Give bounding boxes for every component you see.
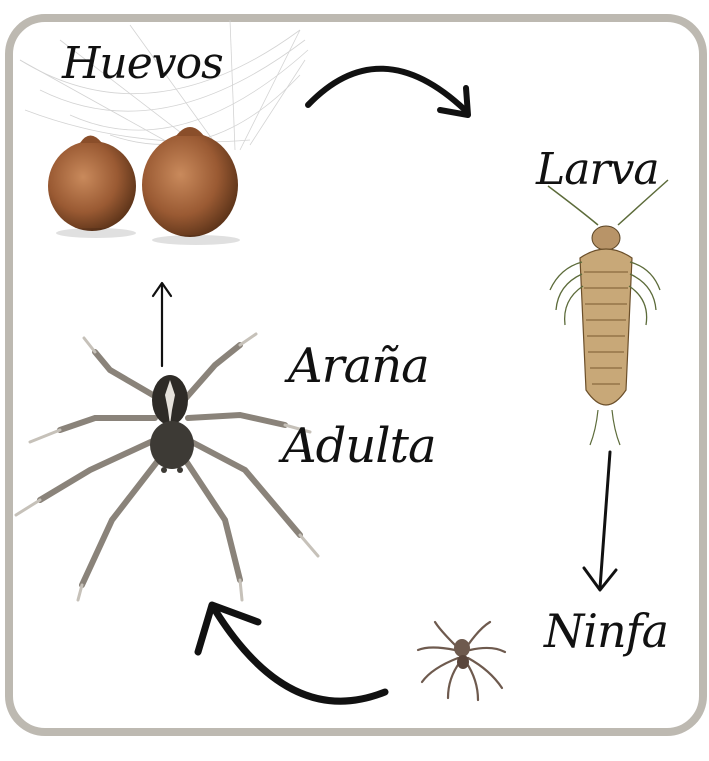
stage-label-adult-line1: Araña <box>288 338 430 394</box>
arrow-eggs-to-larva <box>305 65 468 113</box>
stage-label-adult-line2: Adulta <box>282 418 437 474</box>
stage-label-nymph: Ninfa <box>544 604 669 658</box>
stage-label-eggs: Huevos <box>62 38 224 89</box>
egg-sac-icon <box>48 127 240 245</box>
nymph-spider-icon <box>416 620 507 702</box>
arrow-larva-to-nymph <box>598 450 612 590</box>
adult-spider-icon <box>14 332 320 602</box>
stage-label-larva: Larva <box>536 144 660 195</box>
arrow-eggs-to-larva-head <box>437 85 471 118</box>
arrow-nymph-to-adult <box>211 606 389 705</box>
larva-icon <box>547 179 669 446</box>
